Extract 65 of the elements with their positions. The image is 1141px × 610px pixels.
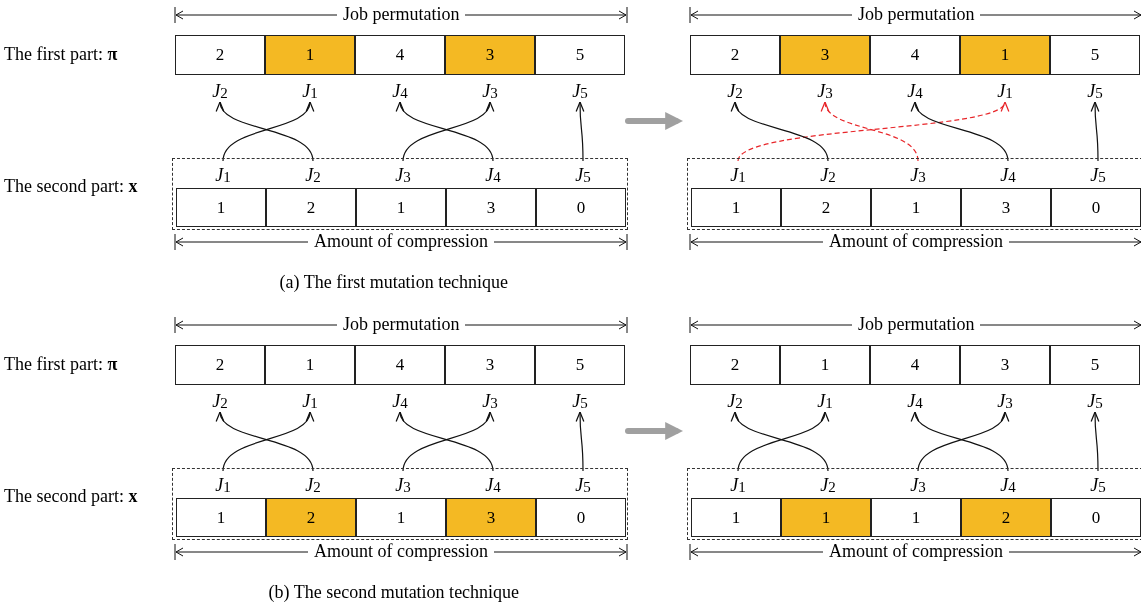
number-cell: 3: [780, 35, 870, 75]
number-cell: 5: [535, 345, 625, 385]
number-cell: 1: [871, 498, 961, 537]
number-cell: 1: [356, 188, 446, 227]
arrow: [913, 101, 1009, 162]
number-cell: 2: [175, 345, 265, 385]
number-cell: 3: [445, 35, 535, 75]
number-cell: 4: [870, 35, 960, 75]
number-cell: 3: [446, 188, 536, 227]
part-label: The first part: π: [4, 354, 118, 375]
number-cell: 2: [961, 498, 1051, 537]
part-label: The second part: x: [4, 486, 138, 507]
number-cell: 4: [870, 345, 960, 385]
number-cell: 1: [176, 188, 266, 227]
number-cell: 5: [535, 35, 625, 75]
dashed-group-box: [172, 158, 628, 230]
number-cell: 2: [690, 345, 780, 385]
dashed-group-box: [687, 158, 1141, 230]
number-cell: 1: [691, 188, 781, 227]
number-cell: 3: [445, 345, 535, 385]
number-cell: 2: [266, 498, 356, 537]
number-cell: 0: [1051, 188, 1141, 227]
figure-caption: (b) The second mutation technique: [268, 582, 520, 603]
number-cell: 5: [1050, 35, 1140, 75]
arrow: [823, 101, 919, 162]
number-cell: 2: [781, 188, 871, 227]
number-cell: 4: [355, 345, 445, 385]
number-cell: 2: [266, 188, 356, 227]
number-cell: 1: [265, 35, 355, 75]
number-cell: 0: [1051, 498, 1141, 537]
dashed-group-box: [687, 468, 1141, 540]
number-cell: 1: [781, 498, 871, 537]
number-cell: 3: [960, 345, 1050, 385]
number-cell: 1: [691, 498, 781, 537]
arrow: [575, 101, 585, 162]
dimension-label: Job permutation: [852, 4, 981, 25]
number-cell: 1: [780, 345, 870, 385]
number-cell: 0: [536, 188, 626, 227]
arrow: [733, 101, 829, 162]
number-cell: 1: [356, 498, 446, 537]
part-label: The second part: x: [4, 176, 138, 197]
number-cell: 3: [961, 188, 1051, 227]
arrow: [1090, 411, 1100, 472]
dimension-label: Amount of compression: [308, 231, 494, 252]
dimension-label: Amount of compression: [308, 541, 494, 562]
dimension-label: Amount of compression: [823, 231, 1009, 252]
number-cell: 3: [446, 498, 536, 537]
number-cell: 2: [690, 35, 780, 75]
number-cell: 0: [536, 498, 626, 537]
dashed-group-box: [172, 468, 628, 540]
number-cell: 1: [960, 35, 1050, 75]
number-cell: 1: [176, 498, 266, 537]
part-label: The first part: π: [4, 44, 118, 65]
dimension-label: Job permutation: [852, 314, 981, 335]
arrow: [1090, 101, 1100, 162]
number-cell: 2: [175, 35, 265, 75]
number-cell: 1: [265, 345, 355, 385]
dimension-label: Job permutation: [337, 4, 466, 25]
number-cell: 1: [871, 188, 961, 227]
number-cell: 5: [1050, 345, 1140, 385]
number-cell: 4: [355, 35, 445, 75]
dimension-label: Job permutation: [337, 314, 466, 335]
arrow: [575, 411, 585, 472]
dimension-label: Amount of compression: [823, 541, 1009, 562]
figure-caption: (a) The first mutation technique: [279, 272, 509, 293]
